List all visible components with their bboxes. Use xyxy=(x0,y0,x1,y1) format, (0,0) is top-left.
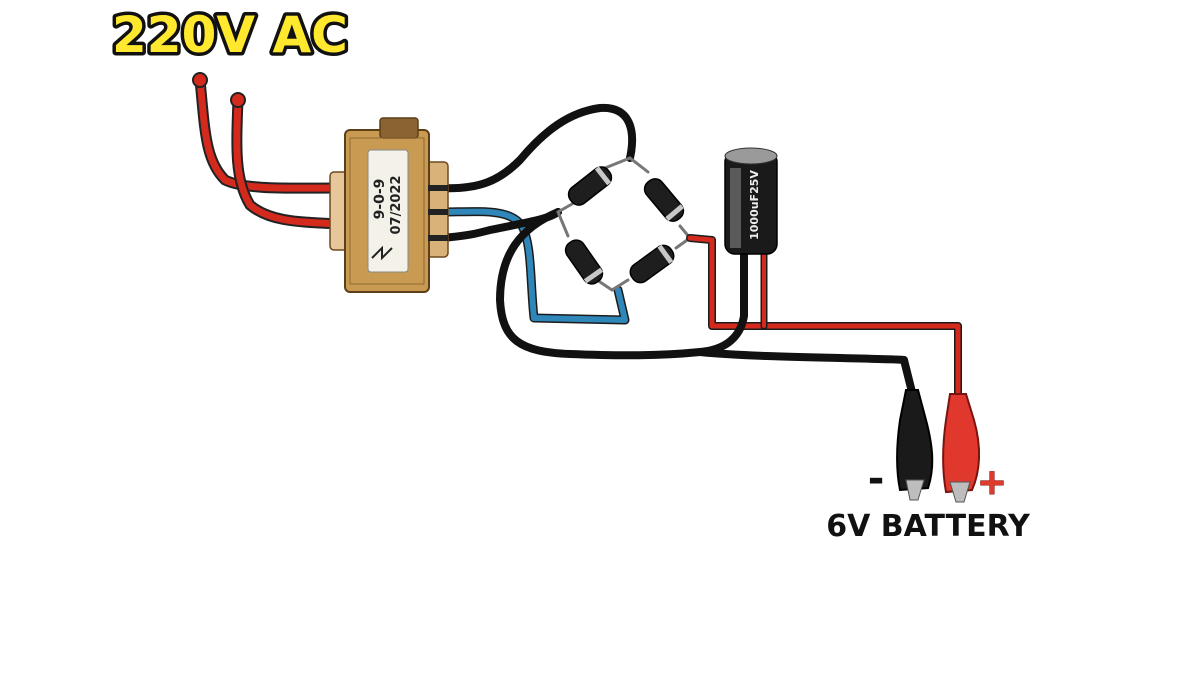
transformer-logo-icon xyxy=(371,245,393,261)
bridge-rectifier xyxy=(556,156,692,292)
transformer-label-plate xyxy=(367,149,409,273)
positive-rail xyxy=(686,234,962,404)
diode-4 xyxy=(629,244,675,284)
capacitor-marking: 1000uF25V xyxy=(748,170,761,240)
positive-clip xyxy=(942,393,981,503)
plus-sign: + xyxy=(977,462,1007,503)
transformer: 9-0-9 07/2022 xyxy=(329,117,449,293)
negative-rail xyxy=(696,248,916,396)
diode-2 xyxy=(643,178,685,222)
transformer-date: 07/2022 xyxy=(389,175,404,234)
ac-terminal-1 xyxy=(192,72,208,88)
negative-clip xyxy=(896,389,934,501)
diode-3 xyxy=(564,239,604,285)
capacitor: 1000uF25V xyxy=(724,147,778,255)
minus-sign: - xyxy=(868,456,885,502)
battery-label: 6V BATTERY xyxy=(826,509,1031,544)
diode-1 xyxy=(567,166,613,206)
secondary-wires xyxy=(435,103,704,360)
ac-input-wires xyxy=(192,72,346,230)
title-label: 220V AC xyxy=(112,6,348,64)
ac-terminal-2 xyxy=(230,92,246,108)
transformer-rating: 9-0-9 xyxy=(372,179,388,220)
